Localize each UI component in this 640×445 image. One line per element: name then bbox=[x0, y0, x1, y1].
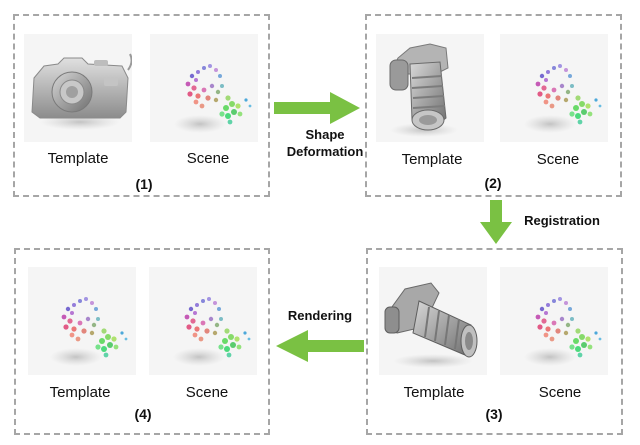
shape-deformation-label-line1: Shape bbox=[305, 127, 345, 142]
rendered-template-point-cloud-icon bbox=[50, 297, 128, 366]
panel-4-template-caption: Template bbox=[49, 384, 111, 401]
panel-4-template-image bbox=[28, 267, 136, 375]
panel-4-scene-image bbox=[149, 267, 257, 375]
panel-2-template-caption: Template bbox=[401, 151, 463, 168]
panel-3-template-caption: Template bbox=[403, 384, 465, 401]
panel-1-template-caption: Template bbox=[47, 150, 109, 167]
shape-deformation-arrow bbox=[274, 92, 360, 124]
rendering-arrow bbox=[276, 330, 364, 362]
panel-1-template-image bbox=[24, 34, 132, 142]
panel-4-number: (4) bbox=[134, 406, 152, 422]
scene-point-cloud-icon bbox=[524, 297, 602, 366]
panel-3 bbox=[366, 248, 623, 435]
shape-deformation-label-line2: Deformation bbox=[286, 144, 364, 159]
panel-1 bbox=[13, 14, 270, 197]
scene-point-cloud-icon bbox=[524, 64, 602, 133]
panel-3-scene-image bbox=[500, 267, 608, 375]
panel-2-template-image bbox=[376, 34, 484, 142]
registration-arrow bbox=[480, 200, 512, 244]
panel-1-scene-image bbox=[150, 34, 258, 142]
panel-2 bbox=[365, 14, 622, 197]
panel-1-scene-caption: Scene bbox=[186, 150, 230, 167]
panel-2-scene-image bbox=[500, 34, 608, 142]
panel-3-scene-caption: Scene bbox=[538, 384, 582, 401]
registration-label: Registration bbox=[524, 213, 600, 228]
scene-point-cloud-icon bbox=[173, 297, 251, 366]
scene-point-cloud-icon bbox=[174, 64, 252, 133]
compact-camera-icon bbox=[31, 53, 132, 130]
dslr-camera-angled-icon bbox=[384, 282, 478, 368]
panel-1-number: (1) bbox=[135, 176, 153, 192]
rendering-label: Rendering bbox=[287, 308, 353, 323]
panel-2-scene-caption: Scene bbox=[536, 151, 580, 168]
shape-deformation-label: Shape Deformation bbox=[280, 126, 370, 160]
panel-4 bbox=[14, 248, 270, 435]
panel-3-template-image bbox=[379, 267, 487, 375]
panel-2-number: (2) bbox=[484, 175, 502, 191]
dslr-camera-front-icon bbox=[389, 43, 458, 137]
panel-4-scene-caption: Scene bbox=[185, 384, 229, 401]
panel-3-number: (3) bbox=[485, 406, 503, 422]
